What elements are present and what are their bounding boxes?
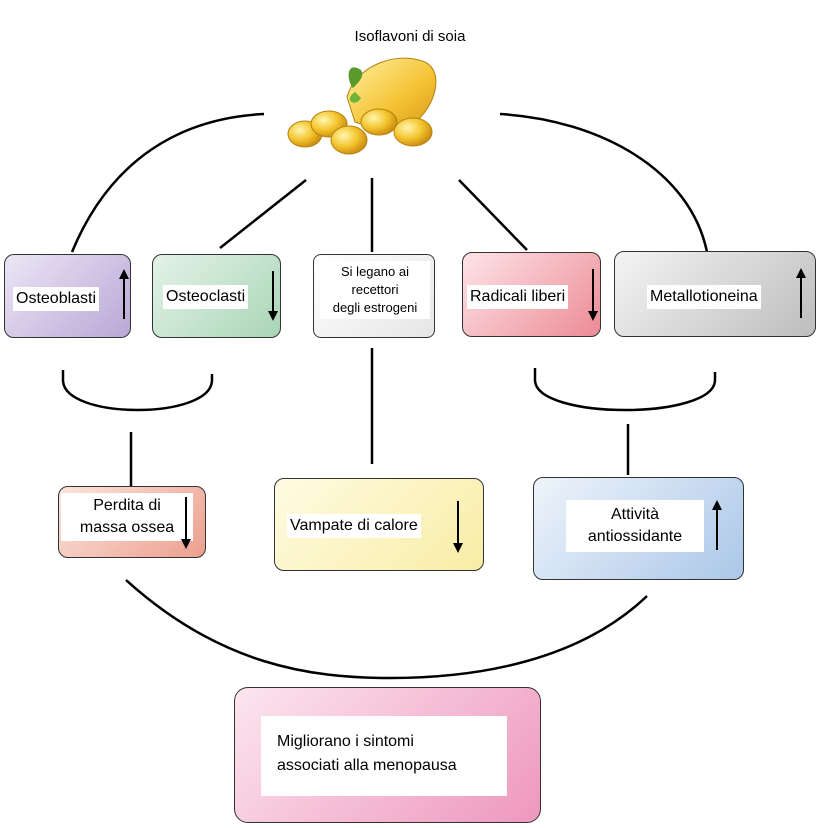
node-sintomi-menopausa: Migliorano i sintomi associati alla meno… xyxy=(234,687,541,823)
bracket-left xyxy=(61,370,214,412)
attivita-line1: Attività xyxy=(610,506,659,523)
sintomi-line2: associati alla menopausa xyxy=(277,757,457,774)
spoke-osteoclasti xyxy=(219,179,307,249)
perdita-line2: massa ossea xyxy=(79,519,175,536)
attivita-line2: antiossidante xyxy=(587,528,683,545)
arrow-down-icon xyxy=(268,271,278,321)
osteoblasti-label: Osteoblasti xyxy=(13,287,100,311)
arc-bottom xyxy=(125,579,648,680)
arrow-up-icon xyxy=(119,269,129,319)
node-vampate: Vampate di calore xyxy=(274,478,484,571)
arrow-down-icon xyxy=(588,269,598,321)
perdita-line1: Perdita di xyxy=(93,497,161,514)
bracket-right xyxy=(533,368,717,412)
arc-left xyxy=(70,112,265,253)
sintomi-line1: Migliorano i sintomi xyxy=(277,733,414,750)
radicali-label: Radicali liberi xyxy=(467,285,569,309)
soybean-image xyxy=(287,57,437,155)
diagram-title: Isoflavoni di soia xyxy=(354,28,466,45)
node-recettori: Si legano ai recettori degli estrogeni xyxy=(313,254,435,338)
vampate-label: Vampate di calore xyxy=(287,514,421,538)
perdita-label: Perdita di massa ossea xyxy=(61,493,193,541)
osteoclasti-label: Osteoclasti xyxy=(163,285,249,309)
arrow-down-icon xyxy=(453,501,463,553)
node-attivita-antiossidante: Attività antiossidante xyxy=(533,477,744,580)
recettori-label: Si legano ai recettori degli estrogeni xyxy=(320,261,430,319)
recettori-line2: recettori xyxy=(351,282,399,297)
arrow-down-icon xyxy=(181,497,191,549)
sintomi-label: Migliorano i sintomi associati alla meno… xyxy=(261,716,507,796)
node-osteoblasti: Osteoblasti xyxy=(4,254,131,338)
spoke-radicali xyxy=(458,179,528,251)
node-metallotioneina: Metallotioneina xyxy=(614,251,816,337)
arrow-up-icon xyxy=(712,500,722,550)
node-perdita-massa-ossea: Perdita di massa ossea xyxy=(58,486,206,558)
arc-right xyxy=(499,112,709,253)
node-osteoclasti: Osteoclasti xyxy=(152,254,281,338)
metallotioneina-label: Metallotioneina xyxy=(647,285,761,309)
arrow-up-icon xyxy=(796,268,806,318)
recettori-line1: Si legano ai xyxy=(341,264,409,279)
attivita-label: Attività antiossidante xyxy=(566,500,704,552)
node-radicali-liberi: Radicali liberi xyxy=(462,252,601,337)
recettori-line3: degli estrogeni xyxy=(332,300,418,315)
